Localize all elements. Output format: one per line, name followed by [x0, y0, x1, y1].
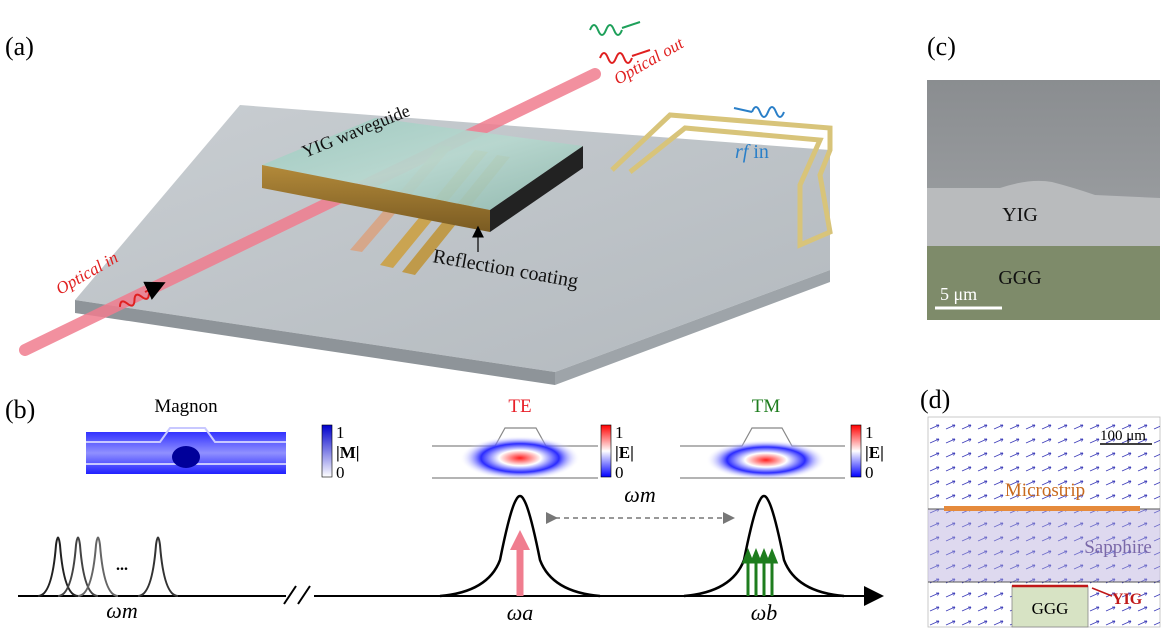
magnon-comb — [37, 536, 179, 597]
panel-c: (c) YIG GGG 5 μm — [927, 32, 1160, 320]
ggg-block — [1011, 585, 1089, 628]
microstrip-bar — [944, 506, 1140, 511]
field-map-air — [928, 417, 1160, 509]
field-scale-label: 100 μm — [1100, 428, 1146, 444]
te-mode-profile — [432, 427, 598, 480]
sem-yig-label: YIG — [1002, 204, 1038, 226]
tm-sideband-arrows — [741, 547, 779, 596]
tm-colorbar-top: 1 — [865, 423, 874, 442]
panel-label-d: (d) — [920, 385, 950, 414]
axis-break-2 — [297, 585, 311, 605]
sem-scale-label: 5 μm — [940, 284, 977, 304]
te-colorbar-top: 1 — [615, 423, 624, 442]
comb-peak-2 — [57, 536, 99, 597]
tm-colorbar-bottom: 0 — [865, 463, 874, 482]
optical-out-label: Optical out — [611, 33, 688, 89]
yig-waveguide-front — [262, 165, 490, 232]
magnon-colorbar-bottom: 0 — [336, 463, 345, 482]
rf-in-label: rf in — [735, 141, 769, 163]
te-colorbar-bottom: 0 — [615, 463, 624, 482]
tm-title: TM — [752, 396, 781, 417]
comb-peak-1 — [37, 536, 79, 597]
comb-peak-4 — [137, 536, 179, 597]
panel-a: (a) YIG waveguide Reflection coating Opt… — [5, 21, 833, 385]
comb-ellipsis: ... — [116, 557, 128, 574]
comb-peak-3 — [77, 536, 119, 597]
yig-waveguide-right — [490, 146, 583, 232]
rf-pulse — [751, 106, 785, 118]
sapphire-arrows — [928, 509, 1160, 582]
magnon-colorbar-top: 1 — [336, 423, 345, 442]
panel-label-c: (c) — [927, 32, 956, 61]
te-colorbar — [600, 424, 612, 478]
panel-label-b: (b) — [5, 395, 35, 424]
rf-arrow — [733, 107, 753, 113]
tm-mode-profile — [680, 427, 845, 480]
tm-colorbar-label: |E| — [865, 443, 884, 462]
rf-circuit-trace — [610, 112, 833, 249]
magnon-colorbar — [321, 424, 333, 478]
output-pulse-red — [599, 52, 633, 64]
axis-label-wa: ωa — [507, 600, 534, 625]
sapphire-label: Sapphire — [1084, 537, 1152, 558]
tm-colorbar — [850, 424, 862, 478]
panel-b: (b) Magnon 1 |M| 0 TE 1 |E| 0 TM — [5, 395, 884, 625]
output-arrow-red — [631, 49, 651, 57]
panel-label-a: (a) — [5, 32, 34, 61]
output-pulse-green — [589, 24, 623, 36]
yig-waveguide-top — [262, 118, 583, 210]
yig-pointer — [1091, 587, 1113, 597]
axis-break-1 — [283, 585, 297, 605]
tm-resonance — [683, 494, 845, 598]
magnon-mode-profile — [86, 427, 286, 474]
microstrip-label: Microstrip — [1005, 480, 1085, 501]
chip-slab-side — [75, 300, 555, 385]
sem-yig-layer — [927, 180, 1160, 248]
te-resonance — [439, 494, 601, 598]
optical-in-arrow — [143, 281, 166, 300]
output-arrow-green — [621, 21, 641, 29]
te-pump-arrowhead — [510, 530, 530, 550]
chip-slab-front — [555, 270, 830, 385]
sem-ggg-label: GGG — [998, 267, 1041, 289]
axis-label-wb: ωb — [751, 600, 778, 625]
ggg-label: GGG — [1032, 599, 1069, 618]
magnon-colorbar-label: |M| — [336, 443, 360, 462]
te-colorbar-label: |E| — [615, 443, 634, 462]
panel-d: (d) Microstrip Sapphire GGG YIG 100 μm — [920, 385, 1161, 628]
magnon-title: Magnon — [154, 396, 218, 417]
axis-label-wm: ωm — [106, 598, 137, 623]
te-title: TE — [508, 396, 531, 417]
gap-label: ωm — [624, 482, 655, 507]
yig-label-d: YIG — [1112, 591, 1143, 608]
